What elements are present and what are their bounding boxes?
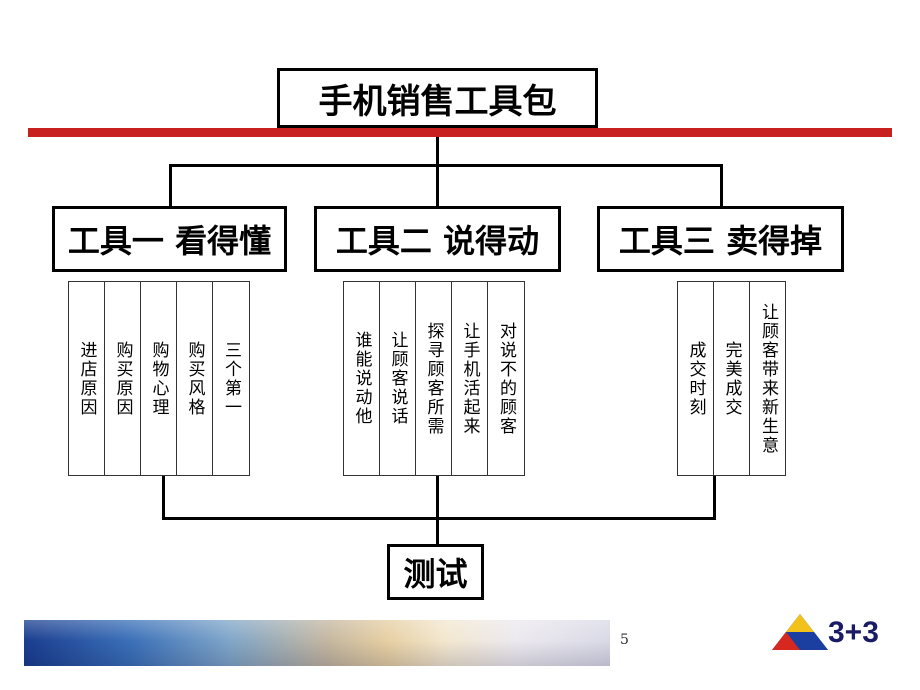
tool-box-1: 工具一 看得懂 [52,206,287,272]
tool-3-item: 成交时刻 [678,282,714,475]
tool-1-item: 购物心理 [141,282,177,475]
tool-1-item: 购买原因 [105,282,141,475]
connector-title-down [436,128,439,166]
connector-top-right-drop [720,164,723,206]
title-text: 手机销售工具包 [318,81,557,122]
logo-triangle-icon [772,614,828,650]
tool-label-3: 工具三 卖得掉 [618,222,823,260]
tool-3-items: 成交时刻 完美成交 让顾客带来新生意 [677,281,786,476]
page-number: 5 [620,632,629,648]
tool-label-1: 工具一 看得懂 [67,222,272,260]
tool-3-item: 完美成交 [714,282,750,475]
tool-label-2: 工具二 说得动 [335,222,540,260]
connector-top-horizontal [169,164,723,167]
connector-bottom-horizontal [162,517,716,520]
tool-1-items: 进店原因 购买原因 购物心理 购买风格 三个第一 [68,281,250,476]
tool-2-item: 让手机活起来 [452,282,488,475]
tool-box-3: 工具三 卖得掉 [597,206,844,272]
test-label: 测试 [403,555,468,593]
connector-bottom-left-rise [162,476,165,520]
tool-2-item: 探寻顾客所需 [416,282,452,475]
tool-2-items: 谁能说动他 让顾客说话 探寻顾客所需 让手机活起来 对说不的顾客 [343,281,525,476]
title-box: 手机销售工具包 [277,68,598,128]
connector-bottom-mid-rise [436,476,439,544]
tool-1-item: 三个第一 [221,340,242,417]
footer-gradient-band [24,620,610,666]
accent-bar [28,128,892,137]
tool-1-item: 进店原因 [69,282,105,475]
tool-2-item: 让顾客说话 [380,282,416,475]
tool-3-item: 让顾客带来新生意 [758,302,779,455]
tool-2-item: 谁能说动他 [344,282,380,475]
test-box: 测试 [387,544,484,600]
logo-text: 3+3 [828,616,879,649]
tool-2-item: 对说不的顾客 [496,321,517,436]
tool-1-item: 购买风格 [177,282,213,475]
tool-box-2: 工具二 说得动 [314,206,561,272]
connector-top-mid-drop [436,164,439,206]
connector-bottom-right-rise [713,476,716,520]
connector-top-left-drop [169,164,172,206]
